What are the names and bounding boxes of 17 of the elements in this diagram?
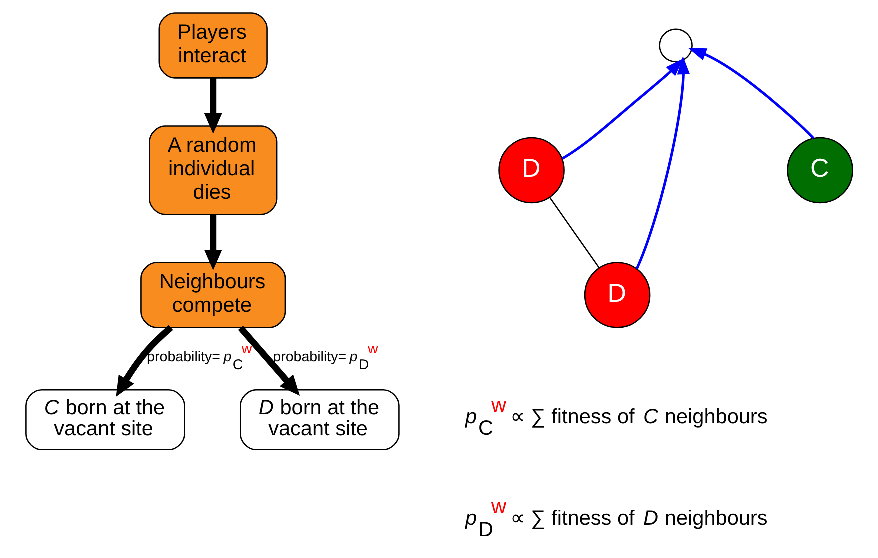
arrow (204, 78, 222, 134)
arrow (204, 214, 222, 270)
node-circle: D (498, 137, 564, 204)
connector (548, 197, 600, 268)
arrow (116, 325, 173, 397)
node-circle (658, 28, 692, 63)
node-box: C born at the vacant site (25, 389, 185, 451)
node-box: Neighbours compete (140, 262, 286, 328)
node-box: D born at the vacant site (240, 389, 400, 451)
node-circle: C (786, 137, 853, 204)
arrow (561, 58, 684, 160)
node-circle: D (584, 262, 650, 328)
node-box: Players interact (158, 12, 268, 79)
arrow (238, 326, 300, 396)
node-box: A random individual dies (148, 126, 278, 216)
arrow (635, 56, 690, 270)
arrow (688, 48, 814, 140)
